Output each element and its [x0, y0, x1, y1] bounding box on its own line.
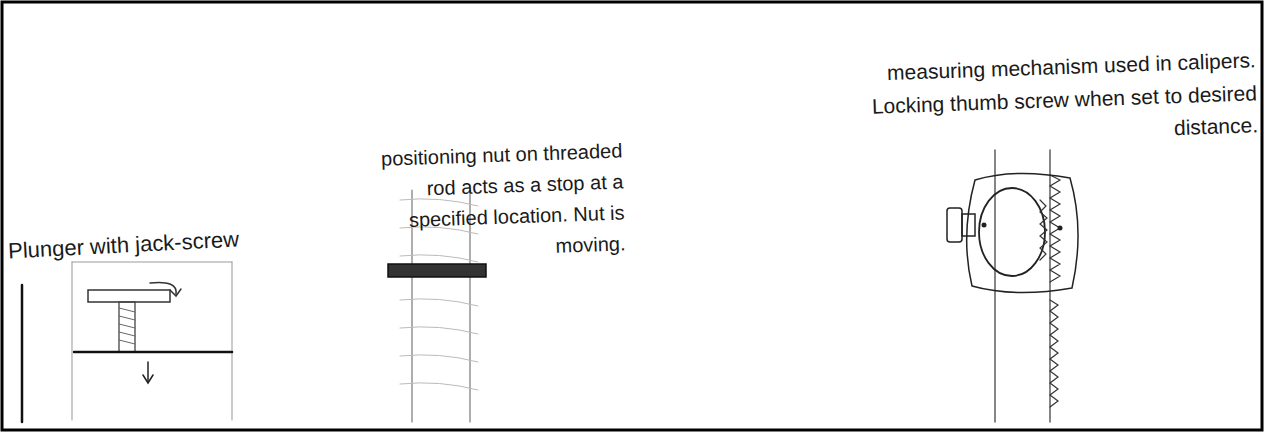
plunger-sketch	[22, 262, 232, 422]
caliper-sketch	[947, 150, 1078, 422]
handwritten-note: positioning nut on threaded rod acts as …	[360, 135, 626, 268]
handwritten-note: measuring mechanism used in calipers. Lo…	[810, 44, 1258, 157]
